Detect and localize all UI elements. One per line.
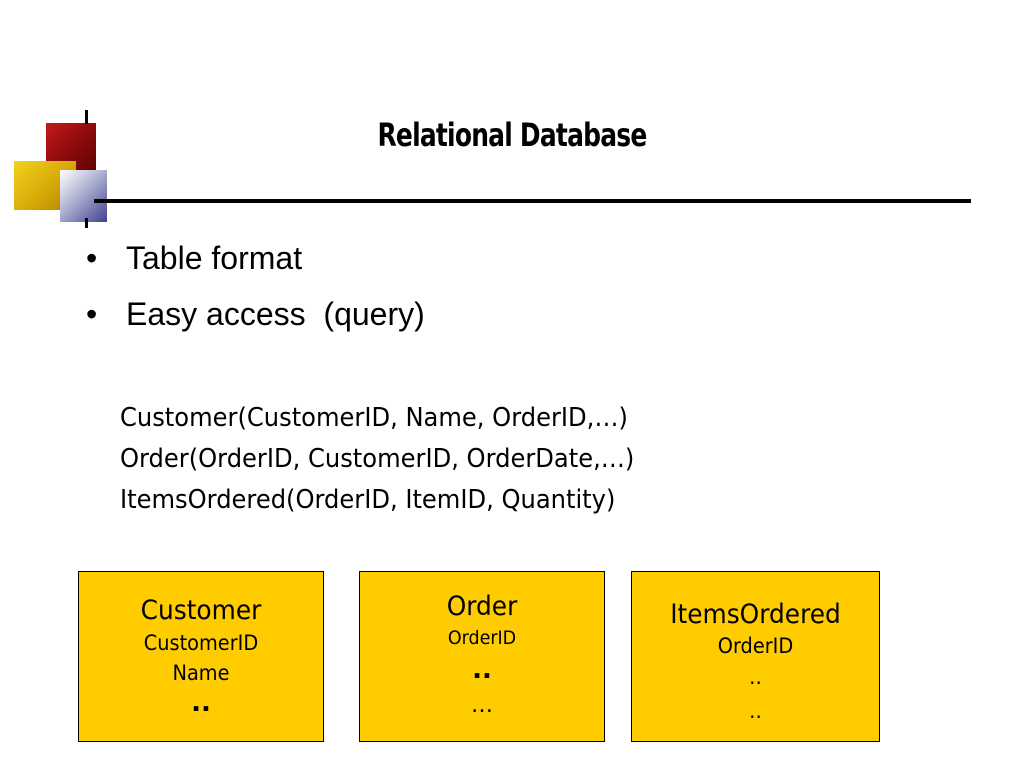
blue-square-decoration <box>60 170 107 222</box>
bullet-marker: • <box>86 240 98 276</box>
bullet-item: • Easy access (query) <box>86 286 425 342</box>
entity-ellipsis: … <box>471 693 493 718</box>
order-entity-box: Order OrderID .. … <box>359 571 605 742</box>
schema-line-order: Order(OrderID, CustomerID, OrderDate,…) <box>120 444 635 474</box>
vertical-tick-bottom <box>85 218 88 228</box>
entity-name: Order <box>446 591 518 622</box>
slide-title: Relational Database <box>377 116 647 154</box>
entity-field: OrderID <box>717 634 794 658</box>
vertical-tick-top <box>85 110 88 124</box>
bullet-marker: • <box>86 296 98 332</box>
bullet-item: • Table format <box>86 230 425 286</box>
entity-ellipsis: .. <box>191 688 211 718</box>
schema-definitions: Customer(CustomerID, Name, OrderID,…) Or… <box>120 398 634 521</box>
entity-field: Name <box>172 661 230 685</box>
title-underline-rule <box>94 199 971 203</box>
entity-field: OrderID <box>447 627 517 649</box>
bullet-list: • Table format • Easy access (query) <box>86 230 425 342</box>
entity-name: ItemsOrdered <box>670 599 841 630</box>
entity-name: Customer <box>140 595 262 626</box>
bullet-text: Table format <box>126 240 303 276</box>
entity-ellipsis: .. <box>749 665 762 689</box>
bullet-text: Easy access (query) <box>126 296 425 332</box>
entity-field: CustomerID <box>143 631 259 655</box>
items-ordered-entity-box: ItemsOrdered OrderID .. .. <box>631 571 880 742</box>
schema-line-customer: Customer(CustomerID, Name, OrderID,…) <box>120 403 628 433</box>
entity-ellipsis: .. <box>749 699 762 723</box>
entity-ellipsis: .. <box>472 655 492 685</box>
customer-entity-box: Customer CustomerID Name .. <box>78 571 324 742</box>
schema-line-items-ordered: ItemsOrdered(OrderID, ItemID, Quantity) <box>120 485 616 515</box>
